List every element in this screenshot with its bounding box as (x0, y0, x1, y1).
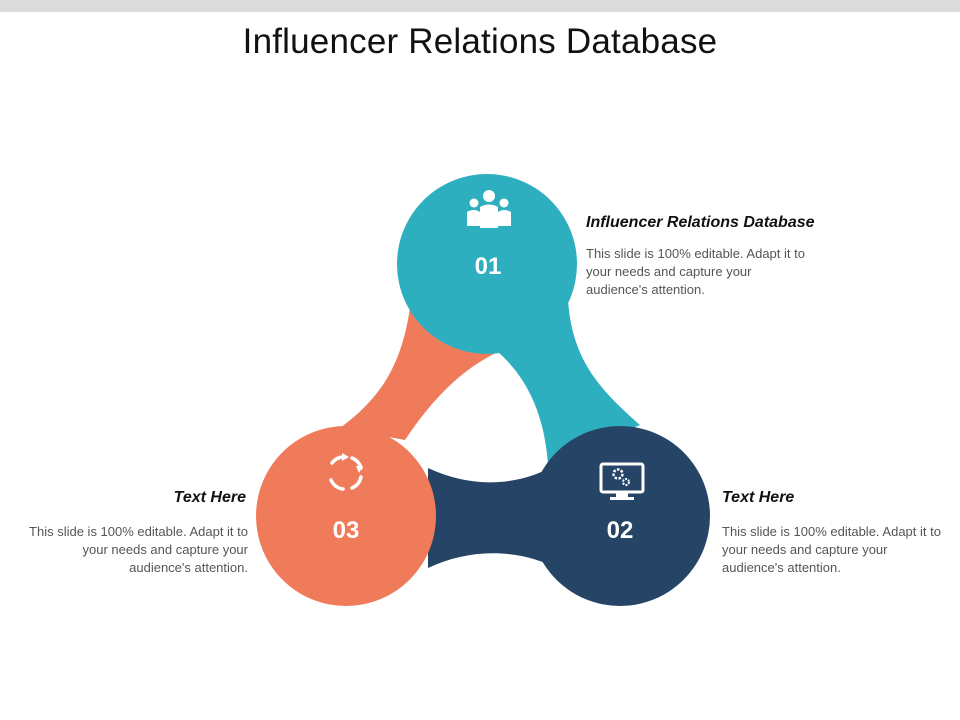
people-group-icon (467, 190, 511, 228)
block-heading-01: Influencer Relations Database (586, 214, 815, 231)
block-text-02: This slide is 100% editable. Adapt it to… (722, 524, 941, 575)
connector-navy (428, 462, 560, 570)
page-title: Influencer Relations Database (242, 22, 718, 61)
node-circle-03 (256, 426, 436, 606)
top-bar (0, 0, 960, 12)
block-text-01: This slide is 100% editable. Adapt it to… (586, 246, 805, 297)
connector-teal (498, 300, 640, 465)
node-circle-01 (397, 174, 577, 354)
block-heading-02: Text Here (722, 489, 795, 506)
monitor-gears-icon (599, 462, 645, 500)
circular-arrows-icon (329, 453, 363, 491)
node-circle-02 (530, 426, 710, 606)
node-number-02: 02 (607, 517, 634, 544)
node-number-01: 01 (475, 253, 502, 280)
node-number-03: 03 (333, 517, 360, 544)
block-heading-03: Text Here (173, 489, 246, 506)
block-text-03: This slide is 100% editable. Adapt it to… (29, 524, 248, 575)
